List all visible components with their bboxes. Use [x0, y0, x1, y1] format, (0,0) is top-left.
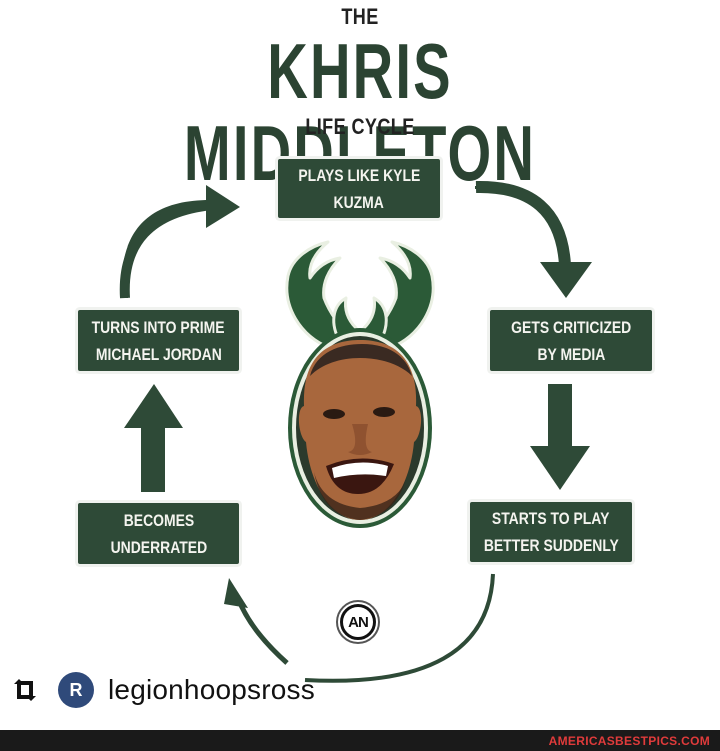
step-line-1: TURNS INTO PRIME [92, 317, 225, 337]
arrow-down-icon [530, 384, 590, 490]
curved-arrow-top-right-icon [475, 180, 592, 298]
arrow-up-icon [124, 384, 183, 492]
step-line-1: PLAYS LIKE KYLE [298, 165, 420, 185]
step-starts-to-play-better: STARTS TO PLAY BETTER SUDDENLY [470, 502, 632, 562]
step-turns-into-prime-jordan: TURNS INTO PRIME MICHAEL JORDAN [78, 310, 239, 371]
step-line-1: STARTS TO PLAY [492, 509, 610, 528]
title-pretitle: THE [341, 4, 379, 29]
bucks-antlers-face-icon [285, 240, 435, 528]
curved-arrow-top-left-icon [119, 185, 240, 299]
step-line-2: MICHAEL JORDAN [95, 344, 222, 364]
step-line-1: GETS CRITICIZED [510, 317, 632, 337]
step-line-2: BY MEDIA [537, 344, 605, 364]
an-logo-text: AN [340, 604, 376, 640]
step-line-1: BECOMES [123, 510, 194, 530]
curved-arrow-bottom-icon [224, 573, 495, 683]
step-plays-like-kuzma: PLAYS LIKE KYLE KUZMA [278, 159, 440, 218]
username-link[interactable]: legionhoopsross [108, 674, 315, 705]
an-watermark-logo: AN [336, 600, 380, 644]
step-line-2: KUZMA [333, 192, 385, 212]
repost-attribution: R legionhoopsross [10, 670, 315, 710]
step-gets-criticized: GETS CRITICIZED BY MEDIA [490, 310, 652, 371]
repost-icon[interactable] [10, 677, 40, 703]
step-line-2: BETTER SUDDENLY [483, 536, 619, 555]
center-player-image [270, 236, 450, 536]
footer-watermark-bar: AMERICASBESTPICS.COM [0, 730, 720, 751]
site-watermark: AMERICASBESTPICS.COM [548, 733, 710, 748]
title-subtitle: LIFE CYCLE [305, 114, 415, 139]
avatar[interactable]: R [58, 672, 94, 708]
step-becomes-underrated: BECOMES UNDERRATED [78, 503, 239, 564]
page-title: KHRIS MIDDLETON [183, 27, 537, 197]
step-line-2: UNDERRATED [110, 537, 207, 557]
avatar-letter: R [69, 679, 83, 700]
